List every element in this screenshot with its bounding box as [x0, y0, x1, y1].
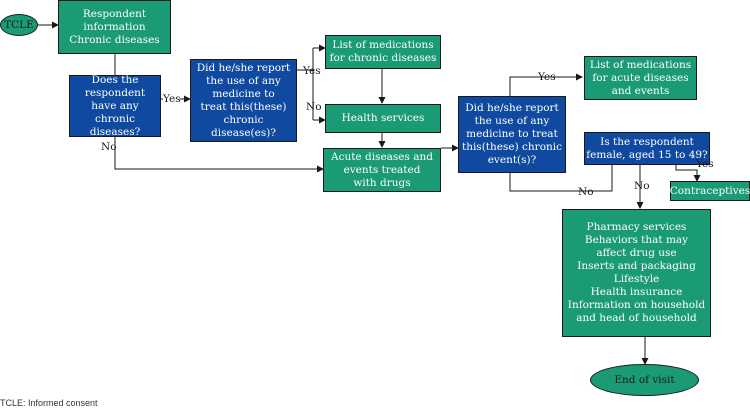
- node-list-medications-chronic: List of medications for chronic diseases: [325, 35, 441, 69]
- node-acute-diseases: Acute diseases and events treated with d…: [323, 148, 441, 192]
- node-question-medicine-acute: Did he/she report the use of any medicin…: [458, 96, 566, 173]
- node-end-of-visit: End of visit: [590, 364, 699, 396]
- node-respondent-info: Respondent information Chronic diseases: [58, 0, 171, 54]
- edge-qfemale-yes: [675, 165, 701, 182]
- node-question-medicine-chronic: Did he/she report the use of any medicin…: [190, 59, 297, 142]
- node-health-services: Health services: [325, 104, 441, 133]
- footnote: TCLE: Informed consent: [0, 398, 98, 408]
- label-yes-med-acute: Yes: [538, 71, 556, 83]
- node-list-medications-acute: List of medications for acute diseases a…: [584, 56, 697, 100]
- label-yes-female: Yes: [696, 158, 714, 170]
- edge-qmedacute-yes: [509, 73, 583, 96]
- edge-qchronic-no: [114, 137, 324, 173]
- node-tcle: TCLE: [0, 14, 38, 36]
- label-no-med-chronic: No: [306, 101, 322, 113]
- label-no-med-acute: No: [578, 186, 594, 198]
- edge-qmedacute-no: [509, 165, 613, 192]
- label-yes-chronic: Yes: [163, 93, 181, 105]
- label-no-female: No: [634, 180, 650, 192]
- label-yes-med-chronic: Yes: [303, 65, 321, 77]
- label-no-chronic: No: [101, 141, 117, 153]
- node-question-female: Is the respondent female, aged 15 to 49?: [584, 132, 710, 165]
- node-question-chronic-diseases: Does the respondent have any chronic dis…: [69, 74, 161, 138]
- node-final-block: Pharmacy services Behaviors that may aff…: [562, 209, 711, 337]
- node-contraceptives: Contraceptives: [670, 181, 750, 201]
